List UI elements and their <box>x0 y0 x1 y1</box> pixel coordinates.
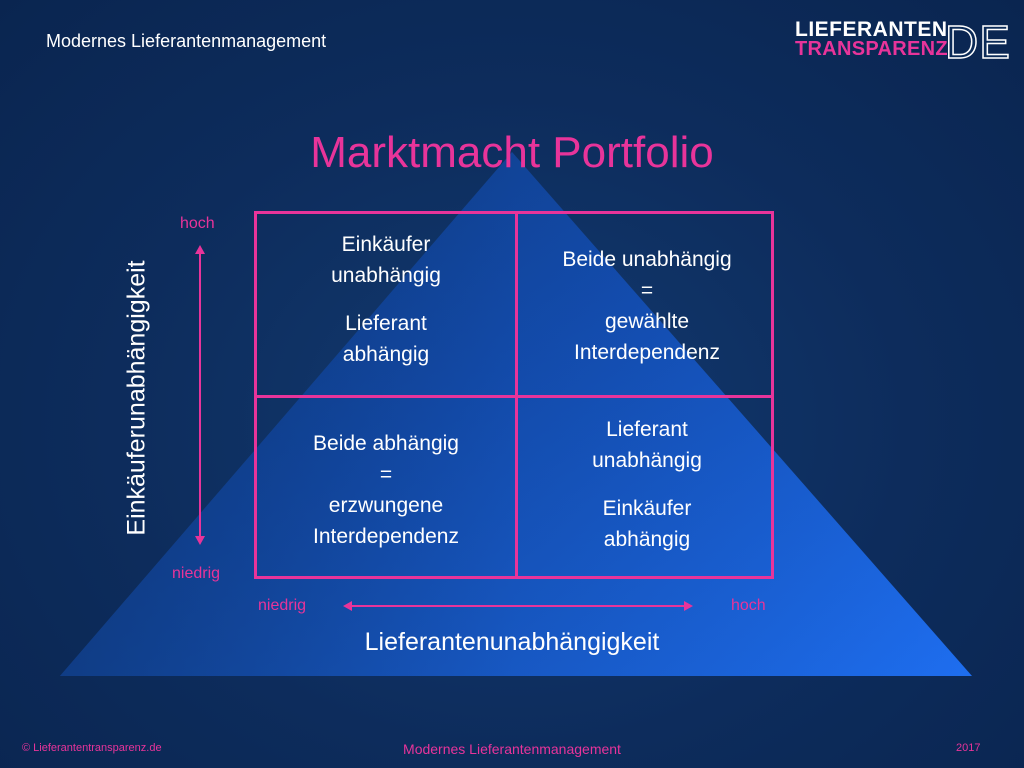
cell-text: Lieferant <box>606 418 688 441</box>
cell-bottom-right: Lieferant unabhängig Einkäufer abhängig <box>518 414 776 555</box>
x-axis-high-label: hoch <box>731 597 766 614</box>
cell-text: Einkäufer <box>602 497 692 520</box>
cell-text: abhängig <box>603 528 691 551</box>
matrix-horizontal-divider <box>257 395 771 398</box>
cell-text: = <box>379 463 393 486</box>
cell-text: = <box>640 279 654 302</box>
logo-suffix: DE <box>944 15 1011 69</box>
cell-text: Einkäufer <box>341 233 431 256</box>
y-axis-title: Einkäuferunabhängigkeit <box>122 260 151 536</box>
cell-text: Lieferant <box>345 312 427 335</box>
portfolio-matrix: Einkäufer unabhängig Lieferant abhängig … <box>254 211 774 579</box>
diagram-title: Marktmacht Portfolio <box>310 128 714 177</box>
logo-line-2: TRANSPARENZ <box>795 38 948 60</box>
x-axis-arrow <box>343 601 693 611</box>
cell-bottom-left: Beide abhängig = erzwungene Interdepende… <box>257 428 515 552</box>
x-axis-low-label: niedrig <box>258 597 307 614</box>
footer-title: Modernes Lieferantenmanagement <box>403 741 621 757</box>
cell-text: erzwungene <box>328 494 444 517</box>
cell-text: gewählte <box>604 310 690 333</box>
cell-text: unabhängig <box>592 449 702 472</box>
cell-text: Beide abhängig <box>313 432 459 455</box>
header-title: Modernes Lieferantenmanagement <box>46 31 327 51</box>
y-axis-arrow <box>195 245 205 545</box>
cell-text: unabhängig <box>331 264 441 287</box>
footer-year: 2017 <box>956 742 981 754</box>
cell-top-left: Einkäufer unabhängig Lieferant abhängig <box>257 229 515 370</box>
cell-text: Interdependenz <box>313 525 459 548</box>
cell-top-right: Beide unabhängig = gewählte Interdepende… <box>518 244 776 368</box>
y-axis-low-label: niedrig <box>172 565 221 582</box>
footer-copyright: © Lieferantentransparenz.de <box>22 742 162 754</box>
cell-text: Beide unabhängig <box>562 248 732 271</box>
brand-logo: LIEFERANTEN TRANSPARENZ DE <box>795 15 1011 69</box>
y-axis-high-label: hoch <box>180 215 215 232</box>
cell-text: Interdependenz <box>574 341 720 364</box>
x-axis-title: Lieferantenunabhängigkeit <box>364 628 660 656</box>
logo-line-1: LIEFERANTEN <box>795 18 948 41</box>
cell-text: abhängig <box>342 343 430 366</box>
